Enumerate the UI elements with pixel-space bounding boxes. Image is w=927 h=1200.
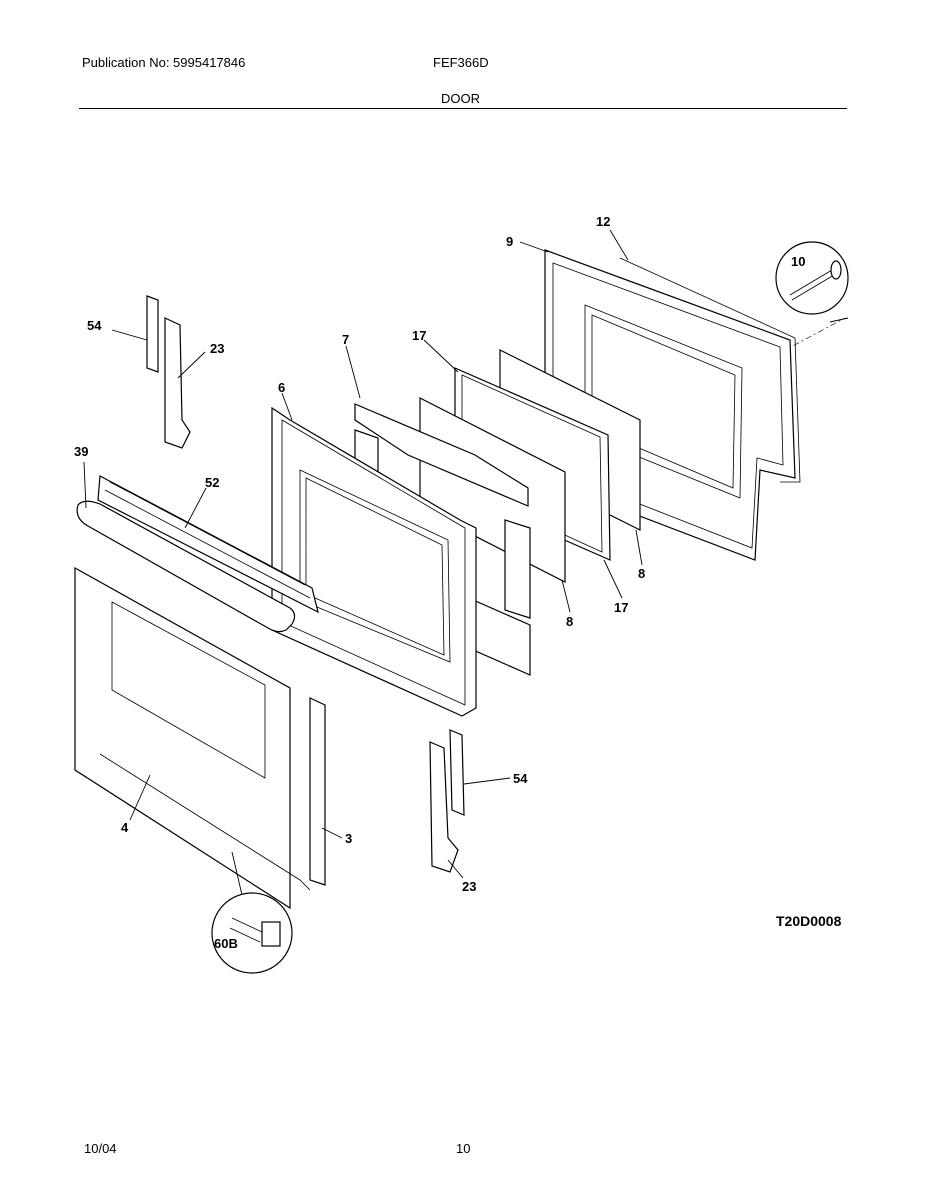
screw-detail-60b — [211, 892, 293, 974]
callout-54-bottom: 54 — [513, 771, 528, 786]
section-title: DOOR — [441, 91, 480, 106]
door-hinge-left — [146, 295, 191, 449]
screw-detail-10 — [775, 241, 849, 323]
callout-4: 4 — [121, 820, 129, 835]
page-number: 10 — [456, 1141, 471, 1156]
callout-10: 10 — [791, 254, 805, 269]
callout-9: 9 — [506, 234, 513, 249]
callout-6: 6 — [278, 380, 285, 395]
callout-52: 52 — [205, 475, 219, 490]
door-panel-frame — [309, 697, 326, 886]
callout-12: 12 — [596, 214, 610, 229]
callout-17-bottom: 17 — [614, 600, 628, 615]
header-rule — [79, 108, 847, 109]
callout-7: 7 — [342, 332, 349, 347]
callout-8-right: 8 — [638, 566, 645, 581]
callout-60b: 60B — [214, 936, 238, 951]
callout-23-top: 23 — [210, 341, 224, 356]
door-handle — [76, 500, 296, 633]
callout-8-bottom: 8 — [566, 614, 573, 629]
door-hinge-right — [429, 729, 465, 873]
footer-date: 10/04 — [84, 1141, 117, 1156]
callout-17-top: 17 — [412, 328, 426, 343]
door-trim — [97, 475, 319, 614]
publication-number: Publication No: 5995417846 — [82, 55, 246, 70]
model-number: FEF366D — [433, 55, 489, 70]
outer-door-panel — [74, 566, 311, 910]
callout-54-top: 54 — [87, 318, 102, 333]
callout-3: 3 — [345, 831, 352, 846]
door-frame — [271, 406, 477, 717]
callout-23-bottom: 23 — [462, 879, 476, 894]
callout-39: 39 — [74, 444, 88, 459]
diagram-reference-code: T20D0008 — [776, 913, 842, 929]
